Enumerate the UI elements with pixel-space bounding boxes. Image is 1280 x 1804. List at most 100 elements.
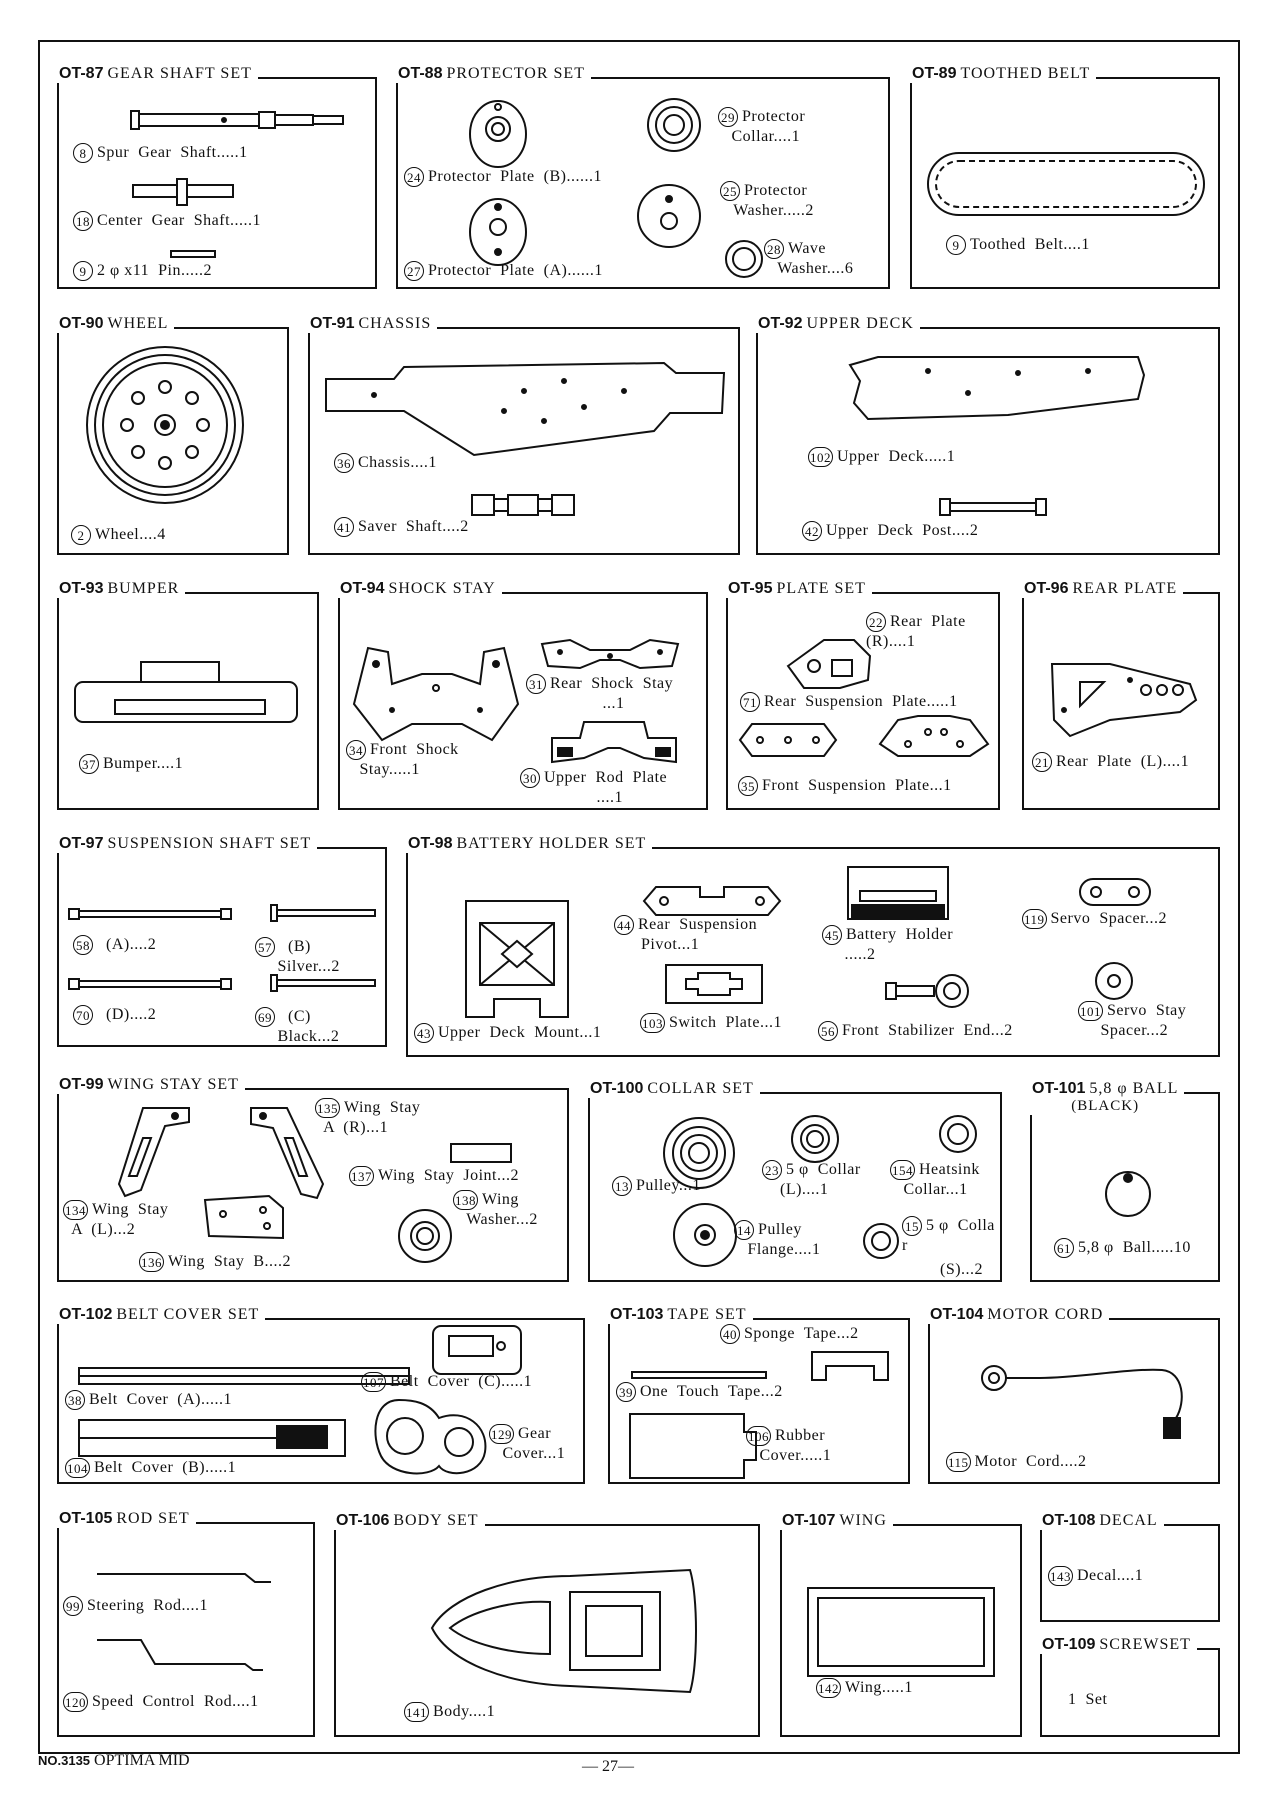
rear-plate-l-drawing xyxy=(1050,663,1198,738)
body-drawing xyxy=(430,1568,697,1694)
protector-plate-a-drawing xyxy=(469,198,527,266)
belt-cover-b-drawing xyxy=(78,1419,346,1457)
part-label: 1 Set xyxy=(1068,1691,1108,1708)
part-label: (S)...2 xyxy=(940,1261,984,1278)
rear-suspension-plate-drawing xyxy=(738,723,838,757)
spur-gear-shaft-drawing xyxy=(130,110,344,130)
rear-plate-r-drawing xyxy=(786,639,872,689)
wing-washer-drawing xyxy=(398,1209,452,1263)
wheel-drawing xyxy=(86,346,244,504)
upper-deck-mount-drawing xyxy=(465,900,569,1018)
switch-plate-drawing xyxy=(665,964,763,1004)
rubber-cover-drawing xyxy=(629,1413,757,1479)
bumper-drawing xyxy=(74,661,298,723)
sponge-tape-drawing xyxy=(811,1351,889,1381)
wave-washer-drawing xyxy=(725,240,763,278)
saver-shaft-drawing xyxy=(471,494,575,516)
protector-collar-drawing xyxy=(647,98,701,152)
wing-stay-joint-drawing xyxy=(450,1143,512,1163)
rear-suspension-pivot-drawing xyxy=(642,886,782,916)
center-gear-shaft-drawing xyxy=(132,178,234,206)
pulley-flange-drawing xyxy=(673,1203,737,1267)
one-touch-tape-drawing xyxy=(631,1371,767,1379)
wing-stay-a-l-drawing xyxy=(117,1107,190,1198)
shaft-a-drawing xyxy=(68,908,232,920)
shaft-d-drawing xyxy=(68,978,232,990)
upper-rod-plate-drawing xyxy=(551,721,677,764)
collar-s-drawing xyxy=(863,1223,899,1259)
heatsink-collar-drawing xyxy=(939,1115,977,1153)
gear-cover-drawing xyxy=(374,1398,487,1475)
part-label: 70 (D)....2 xyxy=(73,1005,156,1026)
belt-cover-a-drawing xyxy=(78,1367,410,1385)
page-number: — 27— xyxy=(582,1758,634,1775)
chassis-drawing xyxy=(325,361,726,457)
motor-cord-drawing xyxy=(981,1365,1183,1439)
servo-stay-spacer-drawing xyxy=(1095,962,1133,1000)
model-name: NO.3135 OPTIMA MID xyxy=(38,1752,190,1769)
servo-spacer-drawing xyxy=(1079,878,1151,906)
speed-control-rod-drawing xyxy=(97,1639,263,1671)
shaft-b-drawing xyxy=(270,904,376,922)
